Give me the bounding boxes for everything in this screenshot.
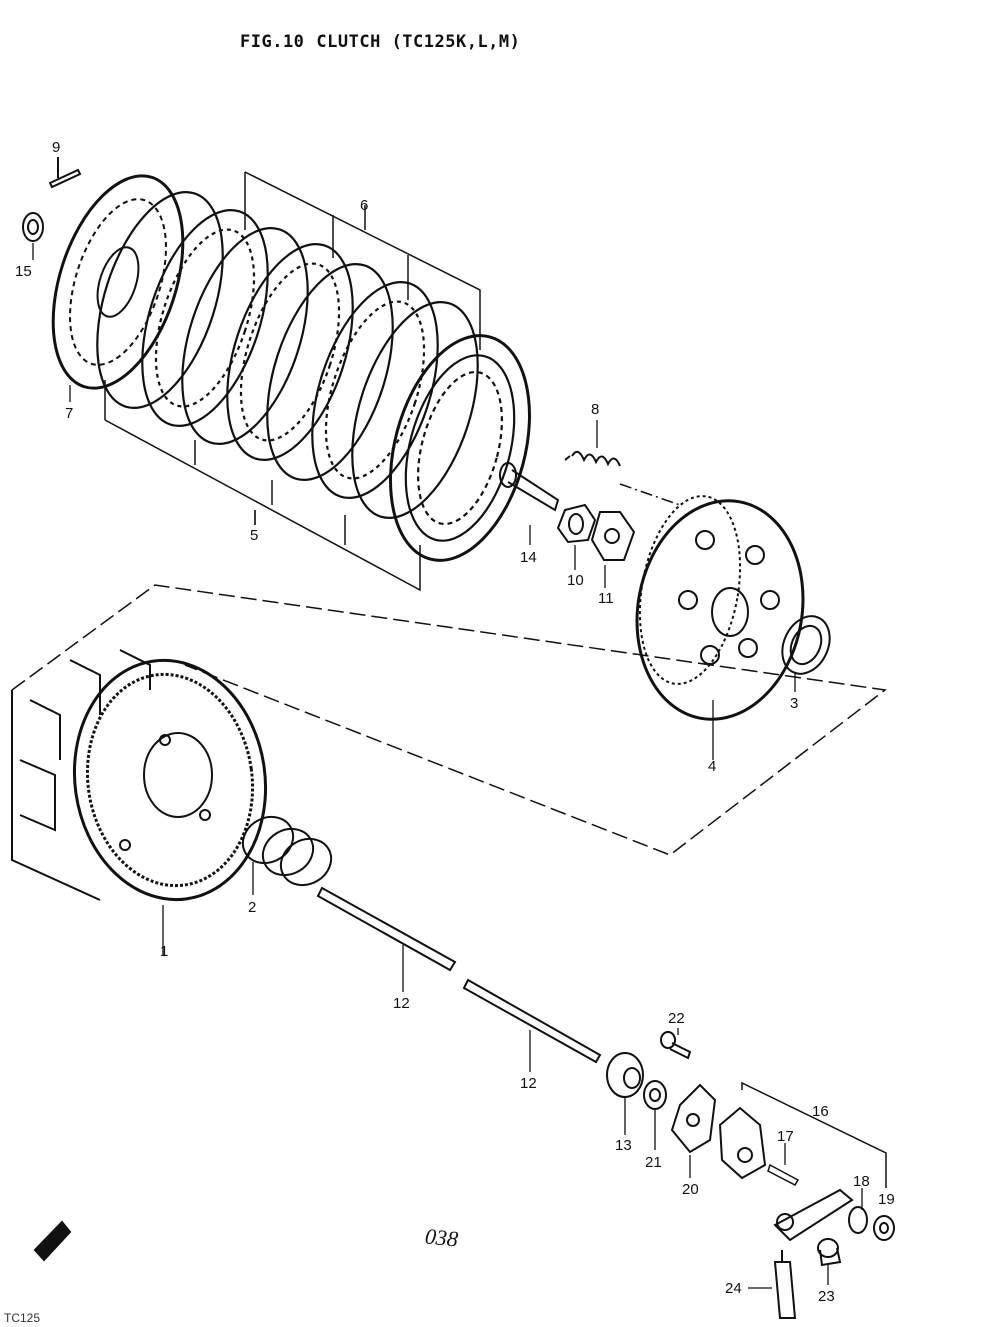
label-part-12-lower: 12 — [520, 1075, 537, 1092]
washer-part-18 — [848, 1206, 868, 1234]
washer-part-3 — [781, 615, 831, 675]
pressure-plate-part-7 — [51, 174, 185, 390]
group-brackets — [104, 171, 481, 592]
bushing-part-23 — [817, 1238, 842, 1267]
label-part-22: 22 — [668, 1010, 685, 1027]
bearing-part-13 — [606, 1052, 644, 1098]
spring-part-8 — [564, 450, 621, 467]
label-part-20: 20 — [682, 1181, 699, 1198]
label-part-6: 6 — [360, 197, 368, 214]
spring-part-17 — [767, 1163, 800, 1186]
label-part-9: 9 — [52, 139, 60, 156]
label-part-5: 5 — [250, 527, 258, 544]
label-part-24: 24 — [725, 1280, 742, 1297]
screw-part-22 — [660, 1031, 692, 1060]
label-part-19: 19 — [878, 1191, 895, 1208]
group-bracket-16 — [741, 1081, 887, 1188]
page-number: 038 — [423, 1223, 460, 1252]
spring-part-24 — [773, 1250, 797, 1319]
label-part-1: 1 — [160, 943, 168, 960]
label-part-2: 2 — [248, 899, 256, 916]
nut-part-10 — [556, 503, 597, 544]
cover-plate-part-20 — [670, 1083, 717, 1154]
figure-number: FIG.10 — [240, 32, 305, 52]
pin-part-9 — [48, 157, 82, 189]
push-rod-part-12-lower — [462, 978, 602, 1064]
label-part-18: 18 — [853, 1173, 870, 1190]
figure-name: CLUTCH (TC125K,L,M) — [316, 32, 521, 52]
part-labels: 1 2 3 4 5 6 7 8 9 10 11 12 12 13 14 15 1… — [15, 139, 895, 1305]
corner-code: TC125 — [4, 1311, 41, 1325]
front-direction-symbol — [33, 1220, 72, 1262]
clutch-plate-stack — [96, 191, 531, 562]
assembly-outline — [11, 584, 887, 856]
push-rod-part-14 — [499, 462, 560, 512]
label-part-17: 17 — [777, 1128, 794, 1145]
clutch-basket-part-1 — [11, 649, 268, 902]
leader-lines — [32, 243, 863, 1289]
label-part-12-upper: 12 — [393, 995, 410, 1012]
nut-part-19 — [873, 1215, 895, 1241]
label-part-11: 11 — [598, 590, 614, 607]
label-part-15: 15 — [15, 263, 32, 280]
label-part-23: 23 — [818, 1288, 835, 1305]
label-part-8: 8 — [591, 401, 599, 418]
label-part-13: 13 — [615, 1137, 632, 1154]
nut-part-15 — [22, 212, 44, 242]
lock-washer-part-11 — [590, 511, 636, 561]
seal-part-21 — [643, 1080, 667, 1110]
label-part-3: 3 — [790, 695, 798, 712]
release-arm-part-16 — [718, 1106, 854, 1242]
rings-part-2 — [241, 815, 333, 887]
clutch-hub-part-4 — [635, 495, 805, 721]
label-part-7: 7 — [65, 405, 73, 422]
push-rod-part-12-upper — [316, 886, 457, 972]
label-part-14: 14 — [520, 549, 537, 566]
label-part-21: 21 — [645, 1154, 662, 1171]
figure-title: FIG.10 CLUTCH (TC125K,L,M) — [240, 32, 532, 52]
label-part-4: 4 — [708, 758, 716, 775]
label-part-10: 10 — [567, 572, 584, 589]
label-part-16: 16 — [812, 1103, 829, 1120]
